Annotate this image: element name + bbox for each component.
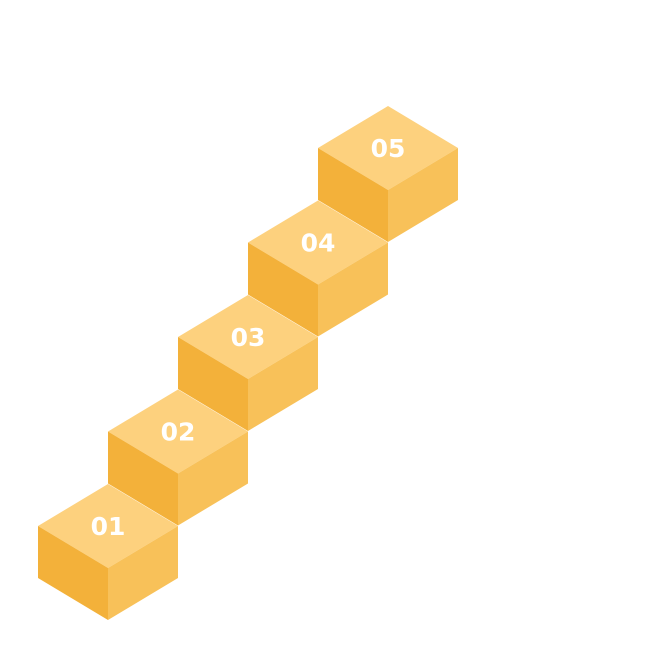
- step-left-face: [248, 242, 318, 337]
- step-right-face: [388, 148, 458, 242]
- step-left-face: [318, 148, 388, 242]
- step-right-face: [318, 242, 388, 337]
- step-label: 01: [91, 512, 126, 541]
- step-right-face: [108, 526, 178, 620]
- step-label: 04: [301, 229, 336, 258]
- step-block-04: 04: [248, 200, 388, 337]
- step-block-02: 02: [108, 389, 248, 526]
- step-label: 03: [231, 323, 266, 352]
- step-block-05: 05: [318, 106, 458, 242]
- step-right-face: [248, 337, 318, 431]
- step-left-face: [108, 431, 178, 526]
- step-left-face: [38, 526, 108, 620]
- step-left-face: [178, 337, 248, 431]
- step-block-01: 01: [38, 484, 178, 620]
- step-right-face: [178, 431, 248, 526]
- step-label: 02: [161, 418, 196, 447]
- step-label: 05: [371, 134, 406, 163]
- step-block-03: 03: [178, 295, 318, 431]
